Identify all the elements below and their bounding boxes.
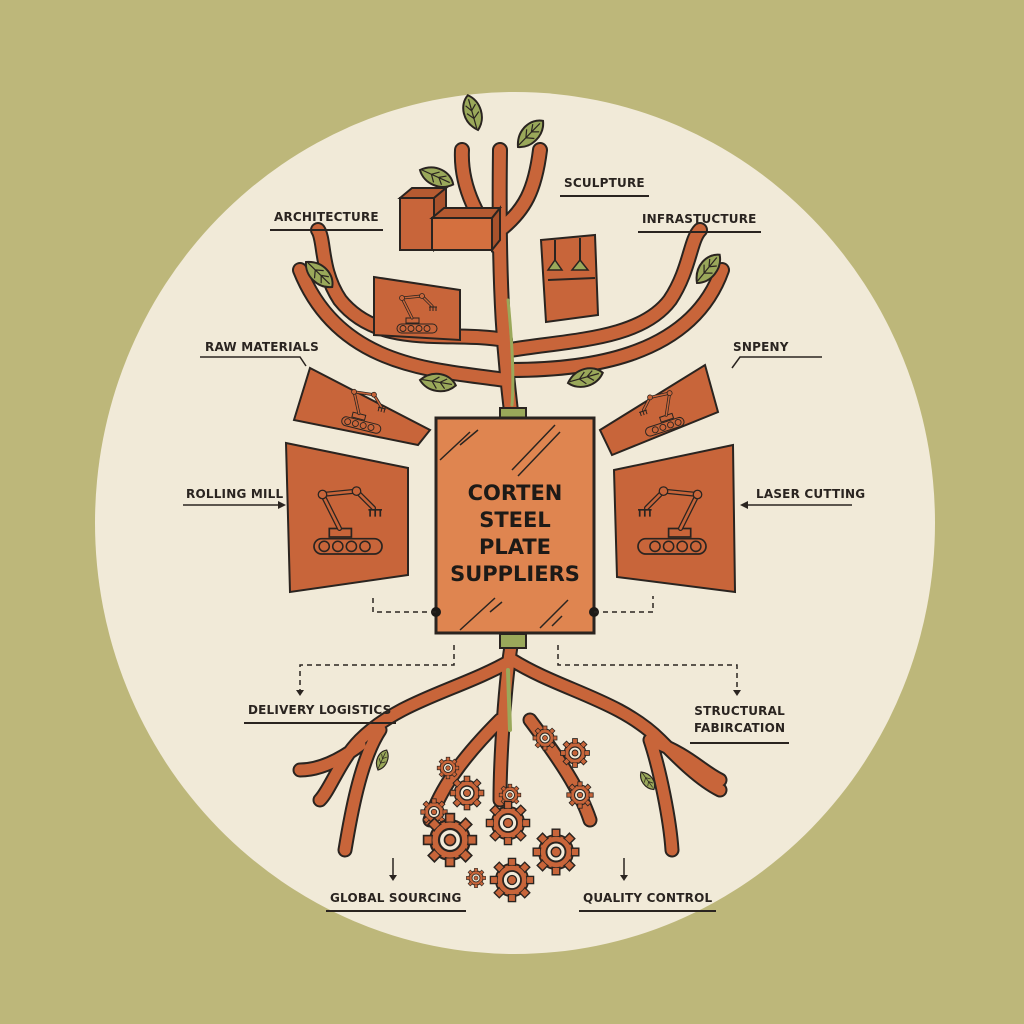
label-snpeny: SNPENY — [733, 340, 789, 354]
label-fabrication: FABIRCATION — [694, 721, 786, 735]
robot-panel-rolling-mill — [284, 441, 409, 594]
label-infrastructure: INFRASTUCTURE — [638, 212, 761, 233]
robot-panel-laser-cutting — [612, 443, 737, 594]
label-structural: STRUCTURAL — [694, 704, 785, 718]
steel-block-icon — [397, 185, 503, 253]
label-structural-fabrication: STRUCTURAL FABIRCATION — [690, 703, 790, 744]
label-architecture: ARCHITECTURE — [270, 210, 383, 231]
label-rolling-mill: ROLLING MILL — [186, 487, 284, 501]
title-line-4: SUPPLIERS — [450, 562, 580, 586]
label-laser-cutting: LASER CUTTING — [756, 487, 866, 501]
tree-branches — [292, 142, 730, 428]
label-sculpture: SCULPTURE — [560, 176, 649, 197]
title-line-2: STEEL — [479, 508, 551, 532]
title-line-3: PLATE — [478, 535, 552, 559]
robot-panel-infrastructure — [539, 233, 600, 324]
robot-panel-raw-materials — [292, 366, 432, 447]
robot-panel-architecture — [373, 275, 461, 342]
center-plate — [431, 416, 599, 635]
title-line-1: CORTEN — [467, 481, 563, 505]
label-global-sourcing: GLOBAL SOURCING — [326, 891, 466, 912]
label-quality-control: QUALITY CONTROL — [579, 891, 717, 912]
label-delivery-logistics: DELIVERY LOGISTICS — [244, 703, 396, 724]
arrow-heads — [278, 501, 748, 881]
label-raw-materials: RAW MATERIALS — [205, 340, 319, 354]
connector-lines — [183, 356, 852, 875]
center-title: CORTEN STEEL PLATE SUPPLIERS — [436, 480, 594, 588]
tree-roots — [292, 632, 728, 858]
robot-panel-snpeny — [598, 363, 720, 457]
